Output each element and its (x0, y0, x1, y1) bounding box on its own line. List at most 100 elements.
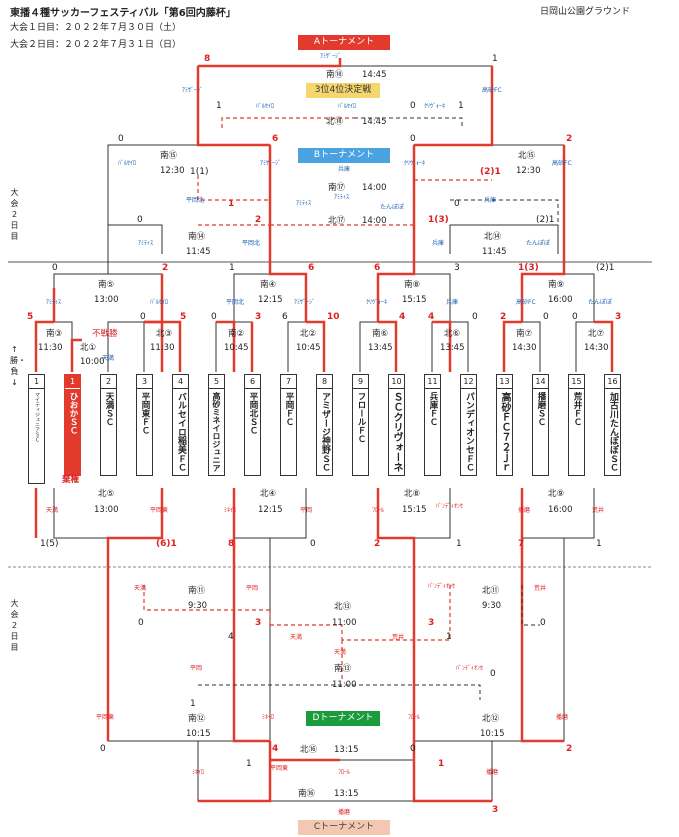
b-semi-2-time: 11:45 (482, 247, 507, 257)
score: 0 (310, 539, 316, 549)
b-final-south-time: 14:00 (362, 183, 387, 193)
loser-tag: 平岡 (300, 507, 313, 514)
score: 1(3) (518, 263, 539, 273)
score: 0 (118, 134, 124, 144)
r2-upper-3-time: 15:15 (402, 295, 427, 305)
winner-tag: 天満 (102, 355, 115, 362)
score: (2)1 (536, 215, 555, 225)
score: 1(3) (428, 215, 449, 225)
r1-match-4-court: 北② (300, 329, 317, 339)
lower-north16-time: 13:15 (334, 745, 359, 755)
score: 6 (374, 263, 381, 273)
score: 1 (216, 101, 222, 111)
loser-tag: ﾊﾟﾝﾃﾞｨｵﾝｾ (456, 665, 484, 672)
team-slot-3[interactable]: 3 平岡東ＦＣ (136, 374, 153, 476)
lower-north12-court: 北⑫ (482, 714, 500, 724)
winner-tag: ｸﾘｳﾞｫｰﾈ (404, 160, 426, 167)
team-slot-12[interactable]: 12 パンディオンセＦＣ (460, 374, 477, 476)
winner-tag: 高砂FC (552, 160, 572, 167)
team-number: 10 (389, 375, 404, 389)
winner-tag: 平岡北 (186, 197, 205, 204)
team-name: 兵庫ＦＣ (428, 392, 438, 426)
team-number: 11 (425, 375, 440, 389)
winner-tag: 兵庫 (484, 197, 497, 204)
r1-match-5-court: 南⑥ (372, 329, 389, 339)
winner-tag: 平岡北 (242, 240, 261, 247)
team-number: 3 (137, 375, 152, 389)
score: 0 (211, 312, 217, 322)
team-number: 9 (353, 375, 368, 389)
winner-tag: たんぽぽ (526, 240, 551, 247)
d-tournament-banner: Dトーナメント (306, 711, 380, 726)
lower-north11-time: 9:30 (482, 601, 502, 611)
loser-tag: 平岡 (246, 585, 259, 592)
score: 4 (428, 312, 435, 322)
score: 10 (327, 312, 340, 322)
score: 0 (490, 669, 496, 679)
r2-upper-4-time: 16:00 (548, 295, 573, 305)
loser-tag: 天満 (334, 649, 347, 656)
score: 4 (272, 744, 279, 754)
loser-tag: 天満 (290, 634, 303, 641)
team-withdrawn[interactable]: 1 マイティジュニアＳＣ (28, 374, 45, 484)
winner-tag: ｸﾘｳﾞｫｰﾈ (366, 299, 388, 306)
b-final-south-court: 南⑰ (328, 183, 346, 193)
score: 1 (492, 54, 498, 64)
lower-day2-label: 大会2日目 (10, 599, 19, 652)
score: 1 (246, 759, 252, 769)
b-final-north-court: 北⑰ (328, 216, 346, 226)
r2-upper-1-time: 13:00 (94, 295, 119, 305)
day2-date: 大会２日目：２０２２年７月３１日（日） (10, 40, 182, 50)
score: 0 (138, 618, 144, 628)
semi-upper-1-court: 南⑮ (160, 151, 178, 161)
score: 0 (472, 312, 478, 322)
team-slot-11[interactable]: 11 兵庫ＦＣ (424, 374, 441, 476)
team-name: パンディオンセＦＣ (464, 392, 474, 472)
loser-tag: ﾌﾛｰﾙ (372, 507, 385, 514)
team-name: 平岡東ＦＣ (140, 392, 150, 435)
score: 0 (410, 134, 416, 144)
semi-upper-1-time: 12:30 (160, 166, 185, 176)
r2-lower-1-court: 北⑤ (98, 489, 115, 499)
team-number: 15 (569, 375, 584, 389)
r2-lower-3-court: 北⑧ (404, 489, 421, 499)
abstain-label: 棄権 (62, 475, 80, 485)
team-number: 12 (461, 375, 476, 389)
r2-upper-2-time: 12:15 (258, 295, 283, 305)
r1-match-7-time: 14:30 (512, 343, 537, 353)
loser-tag: ﾌﾛｰﾙ (338, 769, 351, 776)
r1-match-3-time: 10:45 (224, 343, 249, 353)
win-lose-arrows: ↑勝・負↓ (10, 345, 26, 387)
team-number: 16 (605, 375, 620, 389)
loser-tag: 荒井 (392, 634, 405, 641)
r2-upper-1-court: 南⑤ (98, 280, 115, 290)
loser-tag: 平岡東 (150, 507, 169, 514)
score: 5 (180, 312, 187, 322)
score: (2)1 (480, 167, 501, 177)
a-tournament-banner: Aトーナメント (298, 35, 390, 50)
winner-tag: ｱﾐﾃｨｽ (334, 194, 350, 201)
winner-tag: ｱﾐﾃｨｽ (296, 200, 312, 207)
score: 1 (456, 539, 462, 549)
winner-tag: ｱﾐｻﾞｰｼﾞ (182, 87, 204, 94)
team-number: 1 (29, 375, 44, 389)
b-final-north-time: 14:00 (362, 216, 387, 226)
score: 0 (540, 618, 546, 628)
winner-tag: ｱﾐﾃｨｽ (138, 240, 154, 247)
team-name: ＳＣクリヴォーネ (391, 392, 402, 472)
a-final-court: 南⑱ (326, 70, 344, 80)
page-title: 東播４種サッカーフェスティバル「第6回内藤杯」 (10, 8, 236, 19)
